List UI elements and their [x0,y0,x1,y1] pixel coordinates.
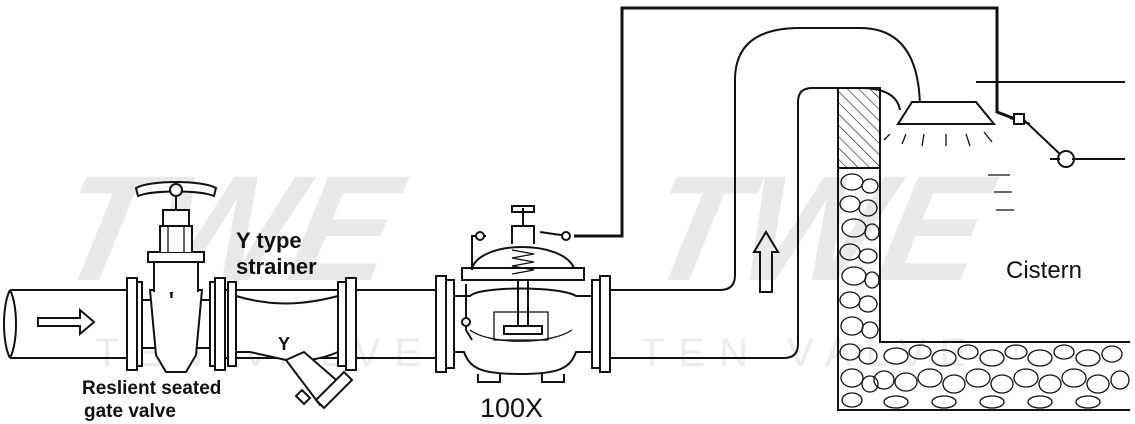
label-y-strainer-line2: strainer [236,254,317,279]
svg-text:Y: Y [166,285,177,302]
watermark-logo-right: TWE [634,146,1007,313]
label-gate-valve-line2: gate valve [84,401,176,422]
label-control-valve: 100X [480,393,543,423]
label-gate-valve-line1: Reslient seated [82,378,221,399]
discharge-hood [883,101,997,147]
right-arrow-icon [37,307,96,337]
inlet-pipe [3,289,132,359]
float-valve [1009,113,1075,168]
up-arrow-icon [752,230,780,293]
water-level-lines [976,81,1125,211]
svg-text:Y: Y [278,334,290,354]
control-valve-100x [435,205,611,383]
sensing-line [574,6,1019,238]
label-y-strainer-line1: Y type [236,228,302,253]
gate-valve: Y [126,181,226,373]
pipe-segment-2 [356,289,440,359]
watermark-subtext-right: TEN VALVE [640,331,980,375]
cistern-structure [837,87,1130,411]
riser-pipe [610,27,921,359]
label-cistern: Cistern [1006,257,1082,284]
y-type-strainer: Y [227,277,357,410]
watermark-group: TWE TWE TEN VALVE TEN VALVE [44,146,1007,375]
